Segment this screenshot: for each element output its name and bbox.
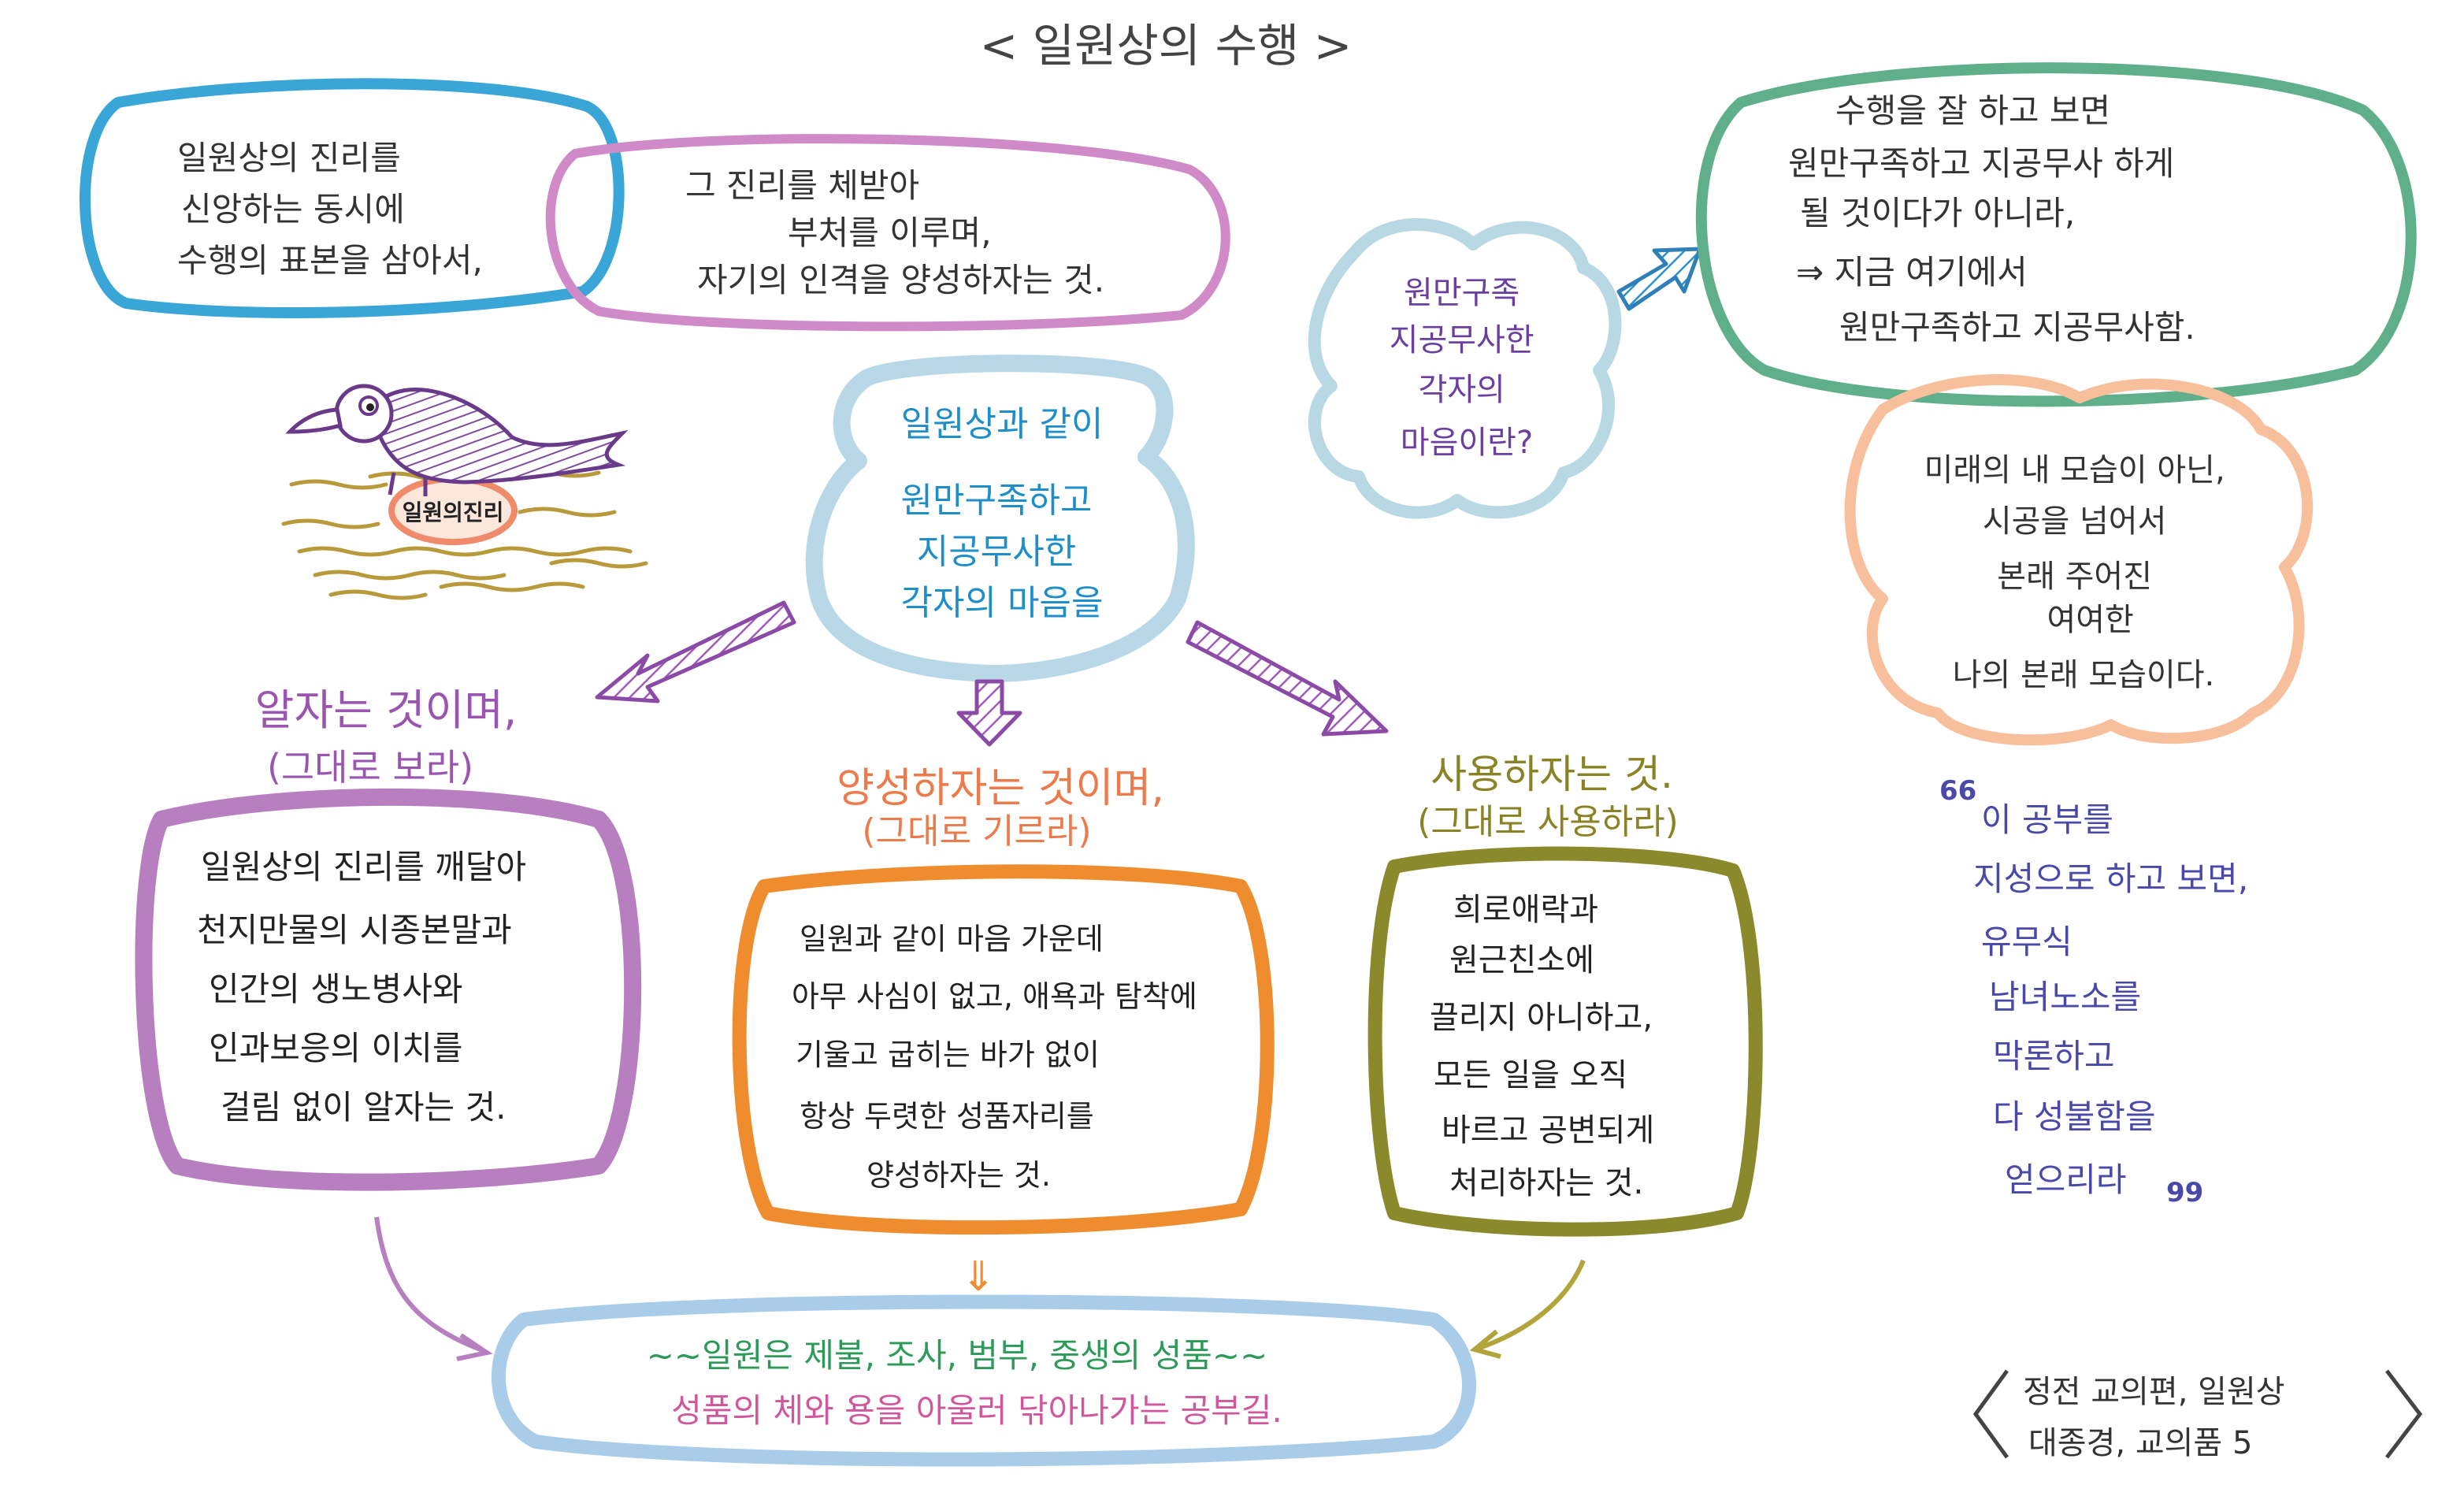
original-cloud: 미래의 내 모습이 아닌, 시공을 넘어서 본래 주어진 여여한 나의 본래 모… <box>1844 374 2314 746</box>
practice-line: ⇒ 지금 여기에서 <box>1796 253 2028 291</box>
cultivate-frame <box>732 864 1275 1235</box>
source-line: 대종경, 교의품 5 <box>2028 1425 2252 1461</box>
original-line: 시공을 넘어서 <box>1983 503 2167 540</box>
quote-line: 남녀노소를 <box>1989 978 2141 1016</box>
truth-line: 일원상의 진리를 <box>177 139 401 177</box>
know-column: 알자는 것이며, (그대로 보라) 일원상의 진리를 깨달아 천지만물의 시종본… <box>135 685 642 1361</box>
svg-text:일원상의 진리를 깨달아 천지만물의 시종본말과: 일원상의 진리를 깨달아 천지만물의 시종본말과 인간의 생노병사와 인과보응의… <box>197 848 536 1127</box>
cultivate-line: 항상 두렷한 성품자리를 <box>800 1099 1094 1134</box>
cultivate-subheading: (그대로 기르라) <box>862 811 1091 852</box>
center-line: 원만구족하고 <box>901 481 1093 521</box>
bottom-line-2: 성품의 체와 용을 아울러 닦아나가는 공부길. <box>671 1391 1282 1430</box>
egg-label: 일원의진리 <box>403 499 504 525</box>
use-heading: 사용하자는 것. <box>1431 752 1673 797</box>
know-line: 일원상의 진리를 깨달아 <box>201 848 526 886</box>
use-subheading: (그대로 사용하라) <box>1417 802 1679 842</box>
source-line: 정전 교의편, 일원상 <box>2023 1374 2285 1410</box>
question-cloud: 원만구족 지공무사한 각자의 마음이란? <box>1308 218 1622 519</box>
question-line: 각자의 <box>1418 372 1505 408</box>
quote-line: 얻으리라 <box>2005 1160 2127 1199</box>
close-quote-icon: 99 <box>2166 1177 2203 1208</box>
svg-text:원만구족하고 지공무사한 각자의 마: 원만구족하고 지공무사한 각자의 마음을 <box>901 481 1104 623</box>
practice-line: 될 것이다가 아니라, <box>1800 194 2075 232</box>
use-line: 처리하자는 것. <box>1449 1165 1643 1201</box>
bird-illustration: 일원의진리 <box>281 384 648 600</box>
embody-line: 부처를 이루며, <box>788 213 992 252</box>
svg-text:원만구족 지공무사한 각자의: 원만구족 지공무사한 각자의 마음이란? <box>1390 275 1545 461</box>
know-frame <box>135 788 642 1191</box>
use-line: 희로애락과 <box>1453 892 1598 928</box>
use-line: 원근친소에 <box>1449 942 1594 978</box>
know-line: 인간의 생노병사와 <box>209 970 462 1008</box>
svg-text:미래의 내 모습이 아닌, 시공을 넘어서: 미래의 내 모습이 아닌, 시공을 넘어서 본래 주어진 여여한 나의 본래 모… <box>1924 452 2236 693</box>
embody-line: 그 진리를 체받아 <box>685 166 919 205</box>
bottom-bubble: ~~일원은 제불, 조사, 범부, 중생의 성품~~ 성품의 체와 용을 아울러… <box>491 1294 1476 1467</box>
practice-line: 원만구족하고 지공무사함. <box>1839 308 2195 347</box>
center-line: 지공무사한 <box>917 532 1076 572</box>
quote-line: 이 공부를 <box>1981 800 2113 839</box>
svg-text:일원과 같이 마음 가운데 아무 사심이 없고,: 일원과 같이 마음 가운데 아무 사심이 없고, 애욕과 탐착에 기울고 굽히는… <box>792 922 1207 1193</box>
svg-text:그 진리를 체받아 부처를 이루며,: 그 진리를 체받아 부처를 이루며, 자기의 인격을 양성하자는 것. <box>685 166 1104 299</box>
cultivate-line: 기울고 굽히는 바가 없이 <box>796 1038 1100 1072</box>
quote-line: 막론하고 <box>1993 1037 2115 1075</box>
truth-line: 수행의 표본을 삼아서, <box>177 241 483 280</box>
bird-beak <box>285 407 343 434</box>
know-line: 걸림 없이 알자는 것. <box>221 1088 507 1127</box>
truth-bubble: 일원상의 진리를 신앙하는 동시에 수행의 표본을 삼아서, <box>79 78 625 318</box>
svg-text:이 공부를 지성으로 하고 보면,: 이 공부를 지성으로 하고 보면, 유무식 남녀노소를 막론하고 다 성불함을 … <box>1973 800 2259 1199</box>
embody-bubble: 그 진리를 체받아 부처를 이루며, 자기의 인격을 양성하자는 것. <box>545 134 1230 332</box>
cultivate-line: 양성하자는 것. <box>866 1158 1051 1193</box>
source-block: 정전 교의편, 일원상 대종경, 교의품 5 <box>1972 1369 2423 1461</box>
use-line: 끌리지 아니하고, <box>1430 1000 1653 1036</box>
cultivate-line: 일원과 같이 마음 가운데 <box>800 922 1104 956</box>
svg-text:일원상의 진리를 신앙하는 동시에: 일원상의 진리를 신앙하는 동시에 수행의 표본을 삼아서, <box>177 139 483 280</box>
know-line: 인과보응의 이치를 <box>209 1029 462 1067</box>
use-line: 바르고 공변되게 <box>1442 1112 1654 1149</box>
center-heading: 일원상과 같이 <box>901 404 1104 444</box>
svg-text:수행을 잘 하고 보면 원만구족하고 지공무사: 수행을 잘 하고 보면 원만구족하고 지공무사 하게 될 것이다가 아니라, ⇒… <box>1788 91 2195 347</box>
know-heading: 알자는 것이며, <box>255 685 517 735</box>
use-column: 사용하자는 것. (그대로 사용하라) 희로애락과 원근친소에 끌리지 아니하고… <box>1367 752 1763 1359</box>
question-line: 마음이란? <box>1401 425 1533 461</box>
quote-line: 다 성불함을 <box>1993 1097 2156 1136</box>
practice-line: 수행을 잘 하고 보면 <box>1835 91 2110 130</box>
arrow-to-use <box>1186 620 1389 737</box>
use-line: 모든 일을 오직 <box>1434 1057 1627 1093</box>
center-pot: 일원상과 같이 원만구족하고 지공무사한 각자의 마음을 <box>805 355 1195 682</box>
cultivate-column: 양성하자는 것이며, (그대로 기르라) 일원과 같이 마음 가운데 아무 사심… <box>732 765 1275 1301</box>
quote-line: 지성으로 하고 보면, <box>1973 859 2248 898</box>
svg-text:희로애락과 원근친소에 끌리지 아니: 희로애락과 원근친소에 끌리지 아니하고, 모든 일을 오직 바르고 공변되게 … <box>1430 892 1664 1201</box>
cultivate-heading: 양성하자는 것이며, <box>837 765 1164 812</box>
arrow-to-practice <box>1616 247 1702 311</box>
bird-body <box>368 388 629 484</box>
original-line: 본래 주어진 <box>1997 559 2152 595</box>
question-line: 원만구족 <box>1404 275 1520 311</box>
know-subheading: (그대로 보라) <box>267 746 473 789</box>
truth-line: 신앙하는 동시에 <box>181 190 405 228</box>
cultivate-line: 아무 사심이 없고, 애욕과 탐착에 <box>792 979 1197 1014</box>
quote-line: 유무식 <box>1981 922 2073 961</box>
svg-text:정전 교의편, 일원상 대종경, 교의품 5: 정전 교의편, 일원상 대종경, 교의품 5 <box>2023 1374 2295 1461</box>
use-frame <box>1367 846 1763 1237</box>
know-line: 천지만물의 시종본말과 <box>197 911 512 949</box>
down-arrow-icon: ⇓ <box>961 1253 996 1301</box>
embody-line: 자기의 인격을 양성하자는 것. <box>697 261 1104 299</box>
page-title: < 일원상의 수행 > <box>980 19 1353 72</box>
practice-line: 원만구족하고 지공무사 하게 <box>1788 144 2174 183</box>
original-line: 미래의 내 모습이 아닌, <box>1924 452 2225 488</box>
original-line: 나의 본래 모습이다. <box>1953 657 2215 693</box>
quote-block: 66 이 공부를 지성으로 하고 보면, 유무식 남녀노소를 막론하고 다 성불… <box>1939 775 2259 1208</box>
open-quote-icon: 66 <box>1939 775 1976 807</box>
question-line: 지공무사한 <box>1390 322 1534 358</box>
center-line: 각자의 마음을 <box>901 583 1104 623</box>
bottom-line-1: ~~일원은 제불, 조사, 범부, 중생의 성품~~ <box>647 1336 1268 1375</box>
arrow-to-know <box>595 600 796 703</box>
practice-bubble: 수행을 잘 하고 보면 원만구족하고 지공무사 하게 될 것이다가 아니라, ⇒… <box>1695 62 2417 407</box>
arrow-to-cultivate <box>956 679 1022 747</box>
original-line: 여여한 <box>2047 602 2133 638</box>
